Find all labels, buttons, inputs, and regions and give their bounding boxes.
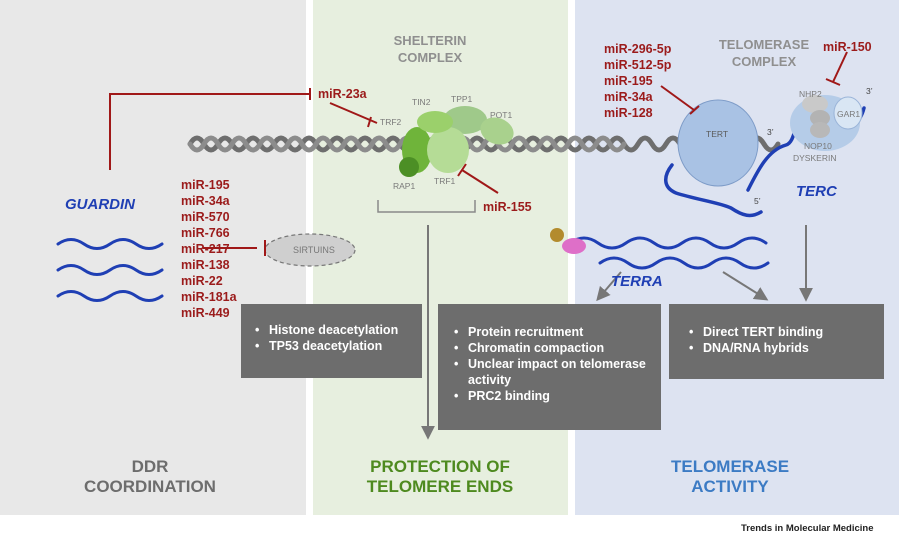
rap1-protein [399, 157, 419, 177]
telomerase-complex [664, 95, 866, 218]
tert-mirna-list: miR-296-5p miR-512-5p miR-195 miR-34a mi… [604, 41, 671, 121]
tpp1-protein [443, 106, 487, 134]
mirna-item: miR-449 [181, 306, 230, 320]
gar1-protein [833, 96, 863, 130]
trf1-label: TRF1 [434, 176, 456, 186]
nop10-label: NOP10 [804, 141, 832, 151]
terra-waves [568, 236, 770, 270]
shelterin-bracket [377, 200, 476, 213]
trf1-protein [427, 127, 469, 173]
terra-gold-cap [550, 228, 564, 242]
function-item: PRC2 binding [448, 388, 653, 404]
five-prime-label: 5’ [754, 196, 761, 206]
mirna-item: miR-138 [181, 258, 230, 272]
ddr-coordination-title: DDR COORDINATION [84, 457, 216, 496]
trf2-label: TRF2 [380, 117, 402, 127]
nop10-protein [810, 110, 830, 126]
mirna-item: miR-512-5p [604, 58, 672, 72]
shelterin-complex-header: SHELTERIN COMPLEX [393, 33, 467, 65]
three-prime-label-b: 3’ [767, 127, 774, 137]
protection-title: PROTECTION OF TELOMERE ENDS [366, 457, 514, 496]
protection-functions-box: Protein recruitment Chromatin compaction… [438, 304, 661, 430]
mirna-item: miR-296-5p [604, 42, 672, 56]
mirna-item: miR-570 [181, 210, 230, 224]
function-item: Direct TERT binding [683, 324, 876, 340]
telomerase-functions-box: Direct TERT binding DNA/RNA hybrids [669, 304, 884, 379]
ddr-functions-box: Histone deacetylation TP53 deacetylation [241, 304, 422, 378]
tin2-protein [417, 111, 453, 133]
function-item: Unclear impact on telomerase activity [448, 356, 653, 388]
mir-23a-label: miR-23a [318, 87, 367, 101]
flow-arrows [421, 225, 813, 440]
function-item: Histone deacetylation [249, 322, 414, 338]
sirtuins-label: SIRTUINS [293, 245, 335, 255]
tpp1-label: TPP1 [451, 94, 473, 104]
function-item: Protein recruitment [448, 324, 653, 340]
terc-label: TERC [796, 183, 837, 200]
tert-label: TERT [706, 129, 729, 139]
three-prime-label-a: 3’ [866, 86, 873, 96]
nhp2-label: NHP2 [799, 89, 822, 99]
tert-protein [677, 99, 759, 187]
mirna-item: miR-217 [181, 242, 230, 256]
mirna-item: miR-195 [181, 178, 230, 192]
function-item: DNA/RNA hybrids [683, 340, 876, 356]
mirna-item: miR-766 [181, 226, 230, 240]
mirna-item: miR-195 [604, 74, 653, 88]
telomerase-complex-header: TELOMERASE COMPLEX [718, 37, 810, 69]
telomerase-activity-title: TELOMERASE ACTIVITY [670, 457, 790, 496]
function-item: Chromatin compaction [448, 340, 653, 356]
mirna-item: miR-181a [181, 290, 237, 304]
nhp2-protein [802, 95, 828, 113]
pot1-label: POT1 [490, 110, 513, 120]
sirtuin-mirna-list: miR-195 miR-34a miR-570 miR-766 miR-217 … [181, 177, 237, 321]
mirna-inhibition-lines [109, 51, 848, 256]
mir-155-label: miR-155 [483, 200, 532, 214]
tin2-label: TIN2 [412, 97, 431, 107]
pot1-protein [480, 117, 514, 145]
mir-150-label: miR-150 [823, 40, 872, 54]
rap1-label: RAP1 [393, 181, 416, 191]
guardin-waves [56, 238, 164, 302]
mirna-item: miR-34a [181, 194, 230, 208]
terra-pink-protein [562, 238, 586, 254]
function-item: TP53 deacetylation [249, 338, 414, 354]
mirna-item: miR-34a [604, 90, 653, 104]
gar1-label: GAR1 [837, 109, 861, 119]
nop10-protein-b [810, 122, 830, 138]
guardin-label: GUARDIN [65, 196, 135, 213]
ddr-panel [0, 0, 306, 515]
journal-footer: Trends in Molecular Medicine [741, 523, 874, 534]
mirna-item: miR-128 [604, 106, 653, 120]
shelterin-complex [377, 106, 514, 213]
terra-label: TERRA [611, 273, 663, 290]
mirna-item: miR-22 [181, 274, 223, 288]
dyskerin-label: DYSKERIN [793, 153, 837, 163]
